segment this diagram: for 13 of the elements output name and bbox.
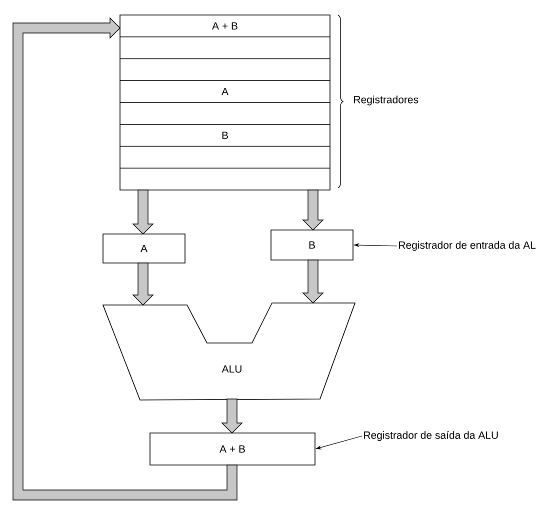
bus-arrow	[302, 260, 324, 304]
callout-label: Registrador de saída da ALU	[364, 431, 498, 441]
callout-label: Registrador de entrada da AL	[399, 241, 536, 251]
bus-arrow	[221, 398, 243, 434]
register-box: A	[102, 234, 186, 264]
register-box: B	[270, 230, 354, 260]
register-box: A + B	[150, 432, 316, 466]
bus-arrow	[12, 17, 238, 500]
bus-arrow	[132, 190, 154, 234]
register-file: A + B A B	[120, 14, 330, 190]
bus-arrow	[302, 190, 324, 230]
bus-arrow	[132, 262, 154, 306]
brace-label: Registradores	[354, 96, 418, 106]
